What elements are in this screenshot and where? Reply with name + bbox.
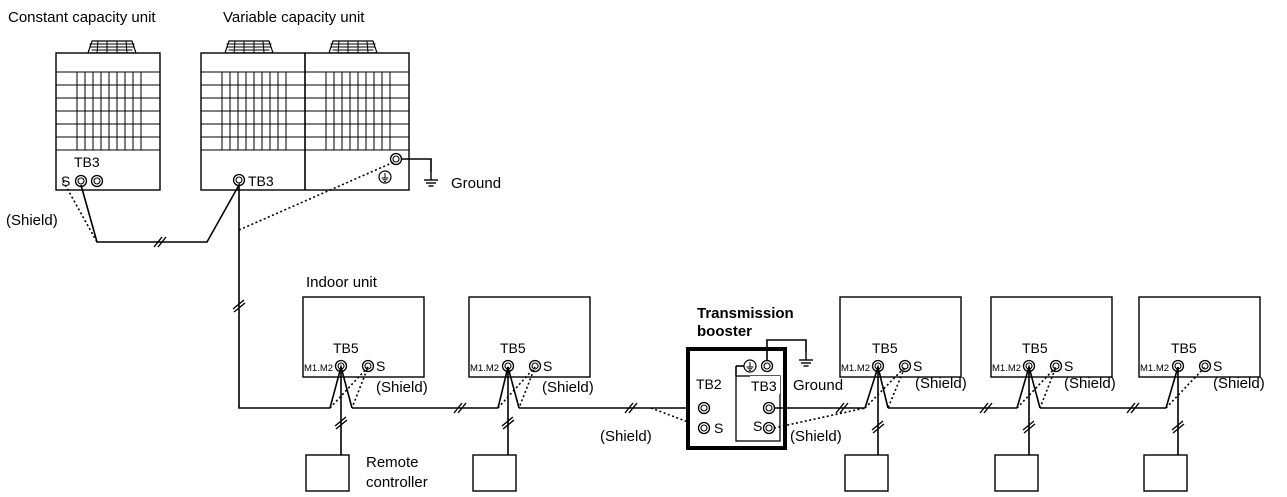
outdoor-ground-label: Ground xyxy=(451,175,501,192)
m1m2-label-5: M1.M2 xyxy=(1140,363,1169,374)
shield-label-3: (Shield) xyxy=(915,375,967,392)
shield-label-2: (Shield) xyxy=(542,379,594,396)
s-label-constant: S xyxy=(61,173,70,189)
tb5-label-1: TB5 xyxy=(333,340,359,356)
m1m2-label-2: M1.M2 xyxy=(470,363,499,374)
indoor-unit-4: TB5 M1.M2 S xyxy=(990,296,1113,378)
indoor-unit-2: TB5 M1.M2 S xyxy=(468,296,591,378)
remote-controller-5 xyxy=(1143,454,1188,492)
remote-controller-label-line2: controller xyxy=(366,474,428,491)
outdoor-shield-label: (Shield) xyxy=(6,212,58,229)
variable-capacity-outdoor-unit: TB3 xyxy=(200,40,410,191)
s-label-5: S xyxy=(1213,358,1222,374)
s-label-1: S xyxy=(376,358,385,374)
m1m2-label-1: M1.M2 xyxy=(304,363,333,374)
shield-label-4: (Shield) xyxy=(1064,375,1116,392)
shield-label-5: (Shield) xyxy=(1213,375,1265,392)
transmission-booster-label-line2: booster xyxy=(697,323,752,340)
remote-controller-4 xyxy=(994,454,1039,492)
variable-capacity-unit-label: Variable capacity unit xyxy=(223,9,365,26)
shield-label-1: (Shield) xyxy=(376,379,428,396)
indoor-unit-5: TB5 M1.M2 S xyxy=(1138,296,1261,378)
booster-tb3-s-label: S xyxy=(753,418,762,434)
remote-controller-3 xyxy=(844,454,889,492)
tb3-label-constant: TB3 xyxy=(74,154,100,170)
booster-tb3-label: TB3 xyxy=(751,378,777,394)
booster-right-shield-label: (Shield) xyxy=(790,428,842,445)
booster-ground-label: Ground xyxy=(793,377,843,394)
constant-capacity-unit-label: Constant capacity unit xyxy=(8,9,156,26)
s-label-3: S xyxy=(913,358,922,374)
remote-controller-2 xyxy=(472,454,517,492)
tb5-label-5: TB5 xyxy=(1171,340,1197,356)
tb5-label-4: TB5 xyxy=(1022,340,1048,356)
transmission-booster-label-line1: Transmission xyxy=(697,305,794,322)
booster-tb2-s-label: S xyxy=(714,420,723,436)
m1m2-label-3: M1.M2 xyxy=(841,363,870,374)
m1m2-label-4: M1.M2 xyxy=(992,363,1021,374)
indoor-unit-1: TB5 M1.M2 S xyxy=(302,296,425,378)
booster-left-shield-label: (Shield) xyxy=(600,428,652,445)
transmission-booster: TB2 S TB3 S xyxy=(686,347,787,450)
constant-capacity-outdoor-unit: TB3 S xyxy=(55,40,161,191)
tb2-label: TB2 xyxy=(696,376,722,392)
remote-controller-label-line1: Remote xyxy=(366,454,419,471)
tb5-label-2: TB5 xyxy=(500,340,526,356)
tb3-label-variable: TB3 xyxy=(248,173,274,189)
s-label-4: S xyxy=(1064,358,1073,374)
indoor-unit-3: TB5 M1.M2 S xyxy=(839,296,962,378)
s-label-2: S xyxy=(543,358,552,374)
remote-controller-1 xyxy=(305,454,350,492)
tb5-label-3: TB5 xyxy=(872,340,898,356)
indoor-unit-label: Indoor unit xyxy=(306,274,378,291)
